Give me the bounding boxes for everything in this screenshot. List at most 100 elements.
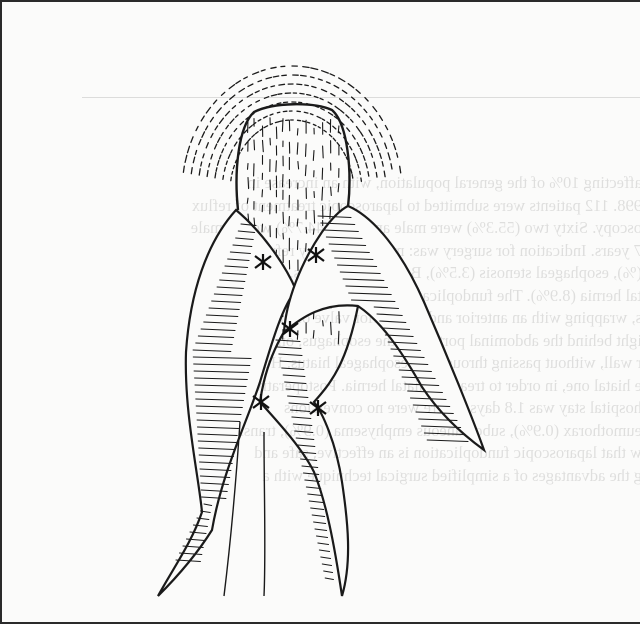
- hatch-stroke: [400, 166, 401, 173]
- hatch-stroke: [368, 145, 370, 150]
- hatch-stroke: [303, 67, 309, 68]
- hatch-stroke: [306, 227, 307, 233]
- hatch-stroke: [335, 106, 340, 109]
- hatch-stroke: [211, 154, 213, 159]
- hatch-stroke: [297, 219, 298, 226]
- fundus-hatching: [183, 66, 400, 181]
- hatch-stroke: [346, 115, 349, 118]
- hatch-stroke: [347, 128, 350, 131]
- hatch-stroke: [218, 161, 219, 166]
- hatch-stroke: [322, 89, 327, 91]
- hatch-stroke: [249, 126, 252, 128]
- hatch-stroke: [363, 156, 365, 161]
- hatch-stroke: [329, 135, 331, 137]
- hatch-stroke: [298, 162, 299, 169]
- hatch-stroke: [350, 146, 352, 149]
- hatch-stroke: [363, 121, 366, 125]
- hatch-stroke: [224, 167, 225, 171]
- hatch-stroke: [231, 177, 232, 181]
- hatch-stroke: [305, 165, 306, 175]
- hatch-stroke: [283, 375, 305, 377]
- hatch-stroke: [331, 94, 335, 96]
- hatch-stroke: [340, 99, 344, 102]
- hatch-stroke: [427, 440, 468, 442]
- hatch-stroke: [397, 153, 398, 157]
- hatch-stroke: [424, 433, 464, 435]
- hatch-stroke: [185, 155, 187, 162]
- hatch-stroke: [360, 148, 362, 153]
- hatch-stroke: [271, 67, 276, 68]
- hatch-stroke: [234, 142, 237, 146]
- hatch-stroke: [357, 127, 360, 132]
- hatch-stroke: [324, 130, 326, 132]
- hatch-stroke: [248, 178, 249, 189]
- hatch-stroke: [236, 115, 238, 117]
- hatch-stroke: [271, 95, 276, 96]
- hatch-stroke: [282, 368, 304, 370]
- hatch-stroke: [220, 155, 221, 159]
- hatch-stroke: [377, 146, 379, 151]
- hatch-stroke: [334, 85, 339, 88]
- hatch-stroke: [325, 578, 333, 580]
- hatch-stroke: [226, 111, 230, 115]
- hatch-stroke: [348, 84, 354, 88]
- hatch-stroke: [380, 116, 383, 121]
- hatch-stroke: [193, 157, 194, 163]
- hatch-stroke: [374, 162, 375, 168]
- hatch-stroke: [239, 89, 244, 93]
- hatch-stroke: [244, 77, 248, 79]
- hatch-stroke: [210, 117, 213, 121]
- hatch-stroke: [302, 466, 318, 468]
- hatch-stroke: [323, 321, 324, 326]
- hatch-stroke: [195, 151, 196, 155]
- hatch-stroke: [354, 154, 356, 158]
- hatch-stroke: [330, 74, 335, 76]
- hatch-stroke: [356, 90, 360, 94]
- hatch-stroke: [254, 140, 255, 150]
- hatch-stroke: [202, 132, 205, 138]
- hatch-stroke: [306, 144, 307, 156]
- hatch-stroke: [224, 102, 227, 105]
- hatch-stroke: [199, 140, 201, 145]
- hatch-stroke: [338, 331, 339, 344]
- hatch-stroke: [317, 536, 328, 538]
- hatch-stroke: [215, 173, 216, 178]
- hatch-stroke: [339, 78, 345, 82]
- hatch-stroke: [286, 389, 307, 391]
- hatch-stroke: [341, 148, 342, 150]
- hatch-stroke: [327, 82, 331, 84]
- hatch-stroke: [311, 68, 318, 70]
- hatch-stroke: [225, 143, 226, 146]
- hatch-stroke: [234, 129, 237, 132]
- hatch-stroke: [309, 501, 322, 503]
- hatch-stroke: [273, 76, 278, 77]
- hatch-stroke: [230, 95, 235, 99]
- hatch-stroke: [264, 97, 268, 99]
- hatch-stroke: [209, 164, 210, 167]
- hatch-stroke: [226, 125, 229, 128]
- hatch-stroke: [262, 190, 263, 197]
- hatch-stroke: [370, 116, 373, 120]
- hatch-stroke: [322, 119, 324, 120]
- hatch-stroke: [371, 153, 372, 157]
- hatch-stroke: [360, 132, 363, 136]
- hatch-stroke: [214, 100, 217, 104]
- hatch-stroke: [346, 157, 347, 159]
- hatch-stroke: [261, 70, 265, 71]
- hatch-stroke: [206, 143, 208, 148]
- hatch-stroke: [301, 75, 307, 76]
- hatch-stroke: [306, 244, 307, 252]
- hatch-stroke: [374, 139, 376, 144]
- hatch-stroke: [384, 171, 385, 177]
- lower-wrap-hatching: [276, 340, 333, 580]
- hatch-stroke: [394, 144, 396, 150]
- hatch-stroke: [304, 473, 319, 475]
- hatch-stroke: [304, 112, 308, 113]
- hatch-stroke: [231, 150, 233, 153]
- hatch-stroke: [191, 137, 193, 143]
- hatch-stroke: [319, 550, 329, 552]
- hatch-stroke: [313, 151, 314, 161]
- hatch-stroke: [275, 122, 279, 123]
- hatch-stroke: [240, 122, 243, 125]
- hatch-stroke: [360, 171, 361, 174]
